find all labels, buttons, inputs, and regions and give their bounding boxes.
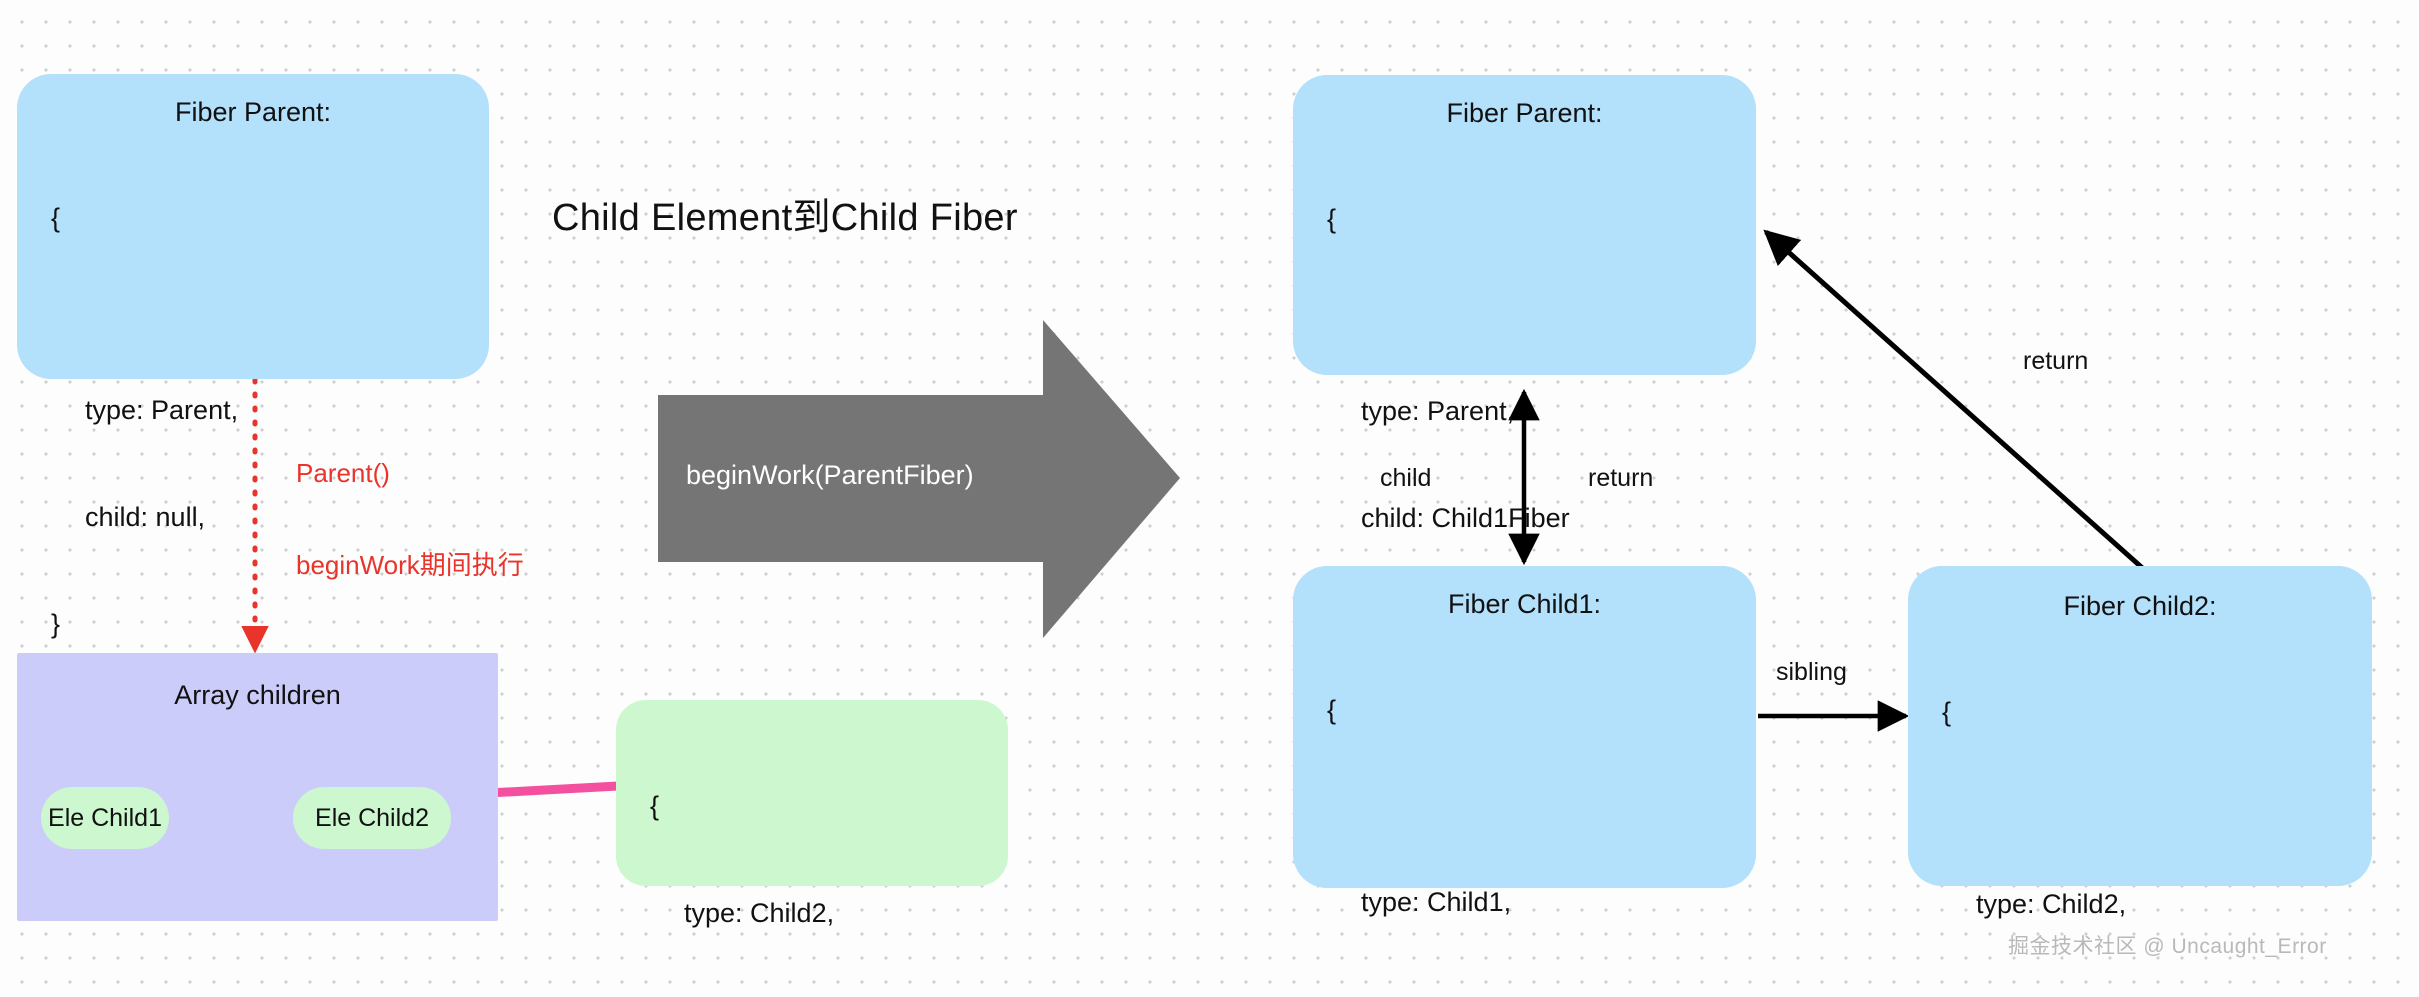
prop-sibling: sibling: Child2Fiber, [1293, 992, 1756, 997]
prop-type: type: Parent, [85, 395, 239, 426]
edge-label-return-diagonal: return [2023, 347, 2089, 375]
right-fiber-parent-box[interactable]: Fiber Parent: { type: Parent, child: Chi… [1293, 75, 1756, 640]
fiber-child1-title: Fiber Child1: [1447, 589, 1602, 619]
watermark: 掘金技术社区 @ Uncaught_Error [2008, 935, 2327, 958]
fiber-child2-code: { type: Child2, return: ParentFiber } [1908, 624, 2372, 997]
prop-child: child: Child1Fiber [1361, 503, 1570, 533]
note-parent-call: Parent() [296, 458, 390, 488]
code-gap [17, 308, 489, 322]
close-brace: } [51, 608, 61, 639]
code-gap [1908, 802, 2372, 816]
open-brace: { [650, 791, 660, 822]
fiber-child1-code: { type: Child1, sibling: Child2Fiber, re… [1293, 622, 1756, 997]
open-brace: { [1327, 204, 1337, 234]
return-diagonal-arrow [1763, 229, 2150, 575]
left-fiber-parent-box[interactable]: Fiber Parent: { type: Parent, child: nul… [17, 74, 489, 639]
fiber-child2-box[interactable]: Fiber Child2: { type: Child2, return: Pa… [1908, 566, 2372, 997]
ele-child2-pill[interactable]: Ele Child2 [293, 787, 451, 849]
edge-label-return-vertical: return [1588, 464, 1654, 492]
array-children-title: Array children [174, 680, 341, 710]
fiber-child1-box[interactable]: Fiber Child1: { type: Child1, sibling: C… [1293, 566, 1756, 997]
left-fiber-parent-title: Fiber Parent: [174, 97, 332, 127]
prop-child: child: null, [85, 502, 206, 532]
edge-label-sibling: sibling [1776, 658, 1847, 686]
fiber-child2-title: Fiber Child2: [2063, 591, 2217, 621]
open-brace: { [1942, 697, 1952, 727]
array-children-box[interactable]: Array children Ele Child1 Ele Child2 [17, 653, 498, 921]
prop-type: type: Child2, [1976, 889, 2127, 920]
ele-child1-pill[interactable]: Ele Child1 [41, 787, 169, 849]
right-fiber-parent-title: Fiber Parent: [1446, 98, 1603, 128]
prop-type: type: Child2, [684, 898, 835, 929]
open-brace: { [51, 203, 61, 233]
left-fiber-parent-code: { type: Parent, child: null, } [17, 130, 489, 714]
element-child2-code: { type: Child2, props: {} } [616, 700, 1008, 997]
open-brace: { [1327, 695, 1337, 725]
beginwork-arrow-label: beginWork(ParentFiber) [686, 460, 974, 490]
ele-child2-label: Ele Child2 [315, 803, 429, 832]
prop-type: type: Parent, [1361, 396, 1515, 427]
note-beginwork-period: beginWork期间执行 [296, 550, 524, 580]
edge-label-child: child [1380, 464, 1432, 492]
prop-type: type: Child1, [1361, 887, 1512, 918]
code-gap [1293, 309, 1756, 323]
right-fiber-parent-code: { type: Parent, child: Child1Fiber } [1293, 131, 1756, 715]
ele-child1-label: Ele Child1 [48, 803, 162, 832]
code-gap [1293, 800, 1756, 814]
diagram-title: Child Element到Child Fiber [552, 197, 1018, 239]
element-child2-object-box[interactable]: { type: Child2, props: {} } [616, 700, 1008, 928]
